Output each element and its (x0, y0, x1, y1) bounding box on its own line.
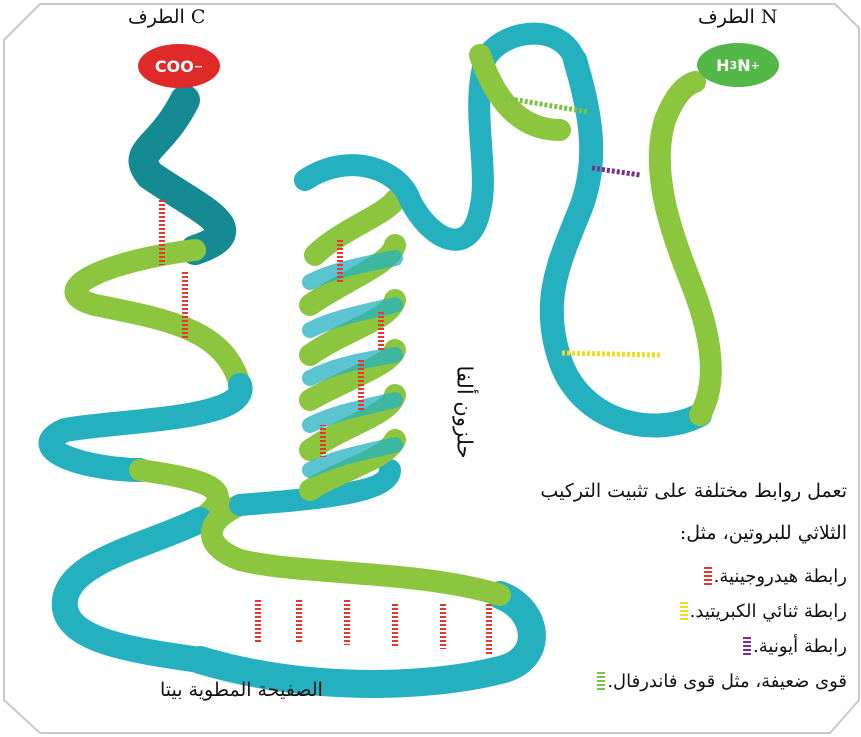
n-terminus-title: الطرف N (698, 6, 778, 28)
c-terminus-formula: COO (154, 56, 194, 76)
alpha-helix-label: حلزون ألفا (452, 365, 477, 459)
c-terminus-title: الطرف C (128, 6, 206, 28)
legend-item-hydrogen: رابطة هيدروجينية. (692, 566, 847, 587)
c-terminus-charge: − (193, 59, 204, 73)
disulfide-bond (561, 350, 661, 358)
n-terminus-formula-n: N (737, 55, 751, 75)
legend-label: قوى ضعيفة، مثل قوى فاندرفال. (607, 671, 847, 692)
van-der-waals-swatch-icon (597, 671, 606, 692)
legend-item-disulfide: رابطة ثنائي الكبريتيد. (668, 601, 847, 622)
legend-item-van-der-waals: قوى ضعيفة، مثل قوى فاندرفال. (585, 671, 847, 692)
legend-item-ionic: رابطة أيونية. (731, 636, 847, 657)
hydrogen-bond-swatch-icon (703, 566, 712, 587)
n-terminus-subscript: 3 (729, 58, 738, 72)
legend-label: رابطة أيونية. (753, 636, 847, 657)
weak-force-bond (504, 95, 589, 115)
diagram-frame (3, 3, 860, 734)
c-terminal-ribbon (38, 85, 253, 673)
legend-label: رابطة هيدروجينية. (713, 566, 847, 587)
beta-sheet-ribbon (186, 494, 546, 698)
n-terminus-formula-h: H (716, 55, 730, 75)
legend-label: رابطة ثنائي الكبريتيد. (689, 601, 847, 622)
beta-sheet-label: الصفيحة المطوية بيتا (160, 679, 323, 701)
n-terminal-ribbon (399, 22, 722, 438)
bonds-description: تعمل روابط مختلفة على تثبيت التركيب الثل… (507, 470, 847, 554)
disulfide-bond-swatch-icon (679, 601, 688, 622)
n-terminus-charge: + (750, 58, 760, 72)
hydrogen-bonds (159, 200, 492, 654)
description-line-1: تعمل روابط مختلفة على تثبيت التركيب (540, 480, 847, 502)
ionic-bond-swatch-icon (743, 636, 752, 657)
description-line-2: الثلاثي للبروتين، مثل: (679, 522, 847, 544)
ionic-bond (591, 165, 641, 178)
c-terminus-badge: COO− (138, 44, 220, 88)
